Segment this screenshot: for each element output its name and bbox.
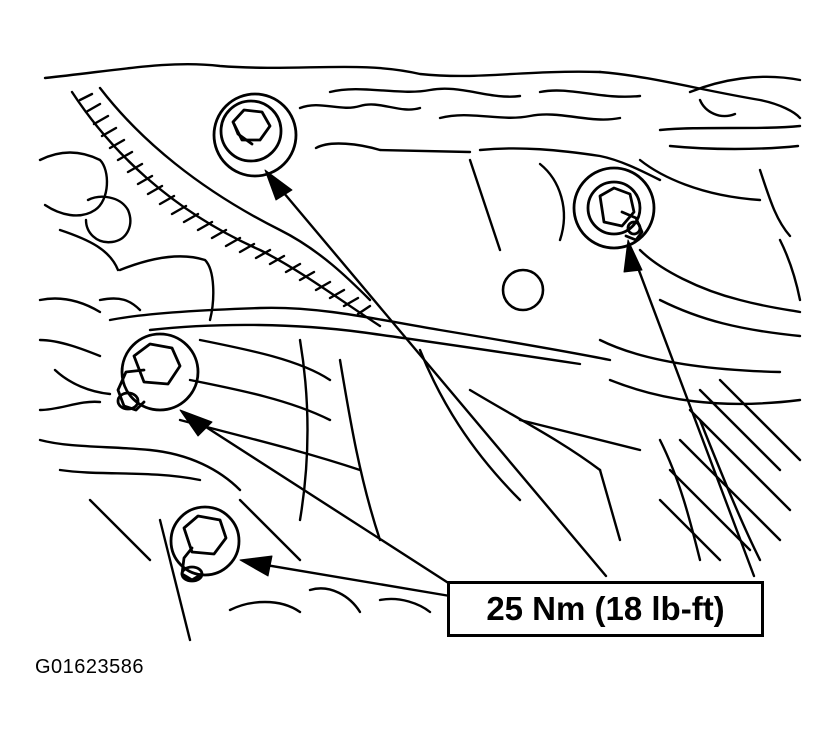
figure-id-label: G01623586	[35, 656, 145, 678]
lower-flange-nut	[169, 505, 241, 583]
left-casting	[38, 151, 242, 492]
ribbed-hose	[70, 86, 382, 328]
arrowheads	[179, 169, 643, 577]
arrowhead-lower-nut	[239, 555, 273, 577]
housing-outline	[43, 62, 802, 406]
arrowhead-middle-nut	[179, 409, 213, 437]
mount-bracket	[88, 255, 762, 642]
arrowhead-top-bolt	[264, 169, 293, 201]
arrowhead-right-nut	[623, 239, 643, 273]
top-socket-bolt	[212, 92, 298, 178]
shading-lines	[658, 378, 802, 562]
torque-spec-callout: 25 Nm (18 lb-ft)	[447, 581, 764, 637]
torque-leader-lines	[190, 178, 756, 598]
locating-dowel	[501, 268, 545, 312]
right-flange-nut	[572, 166, 656, 250]
middle-flange-nut	[116, 332, 200, 412]
